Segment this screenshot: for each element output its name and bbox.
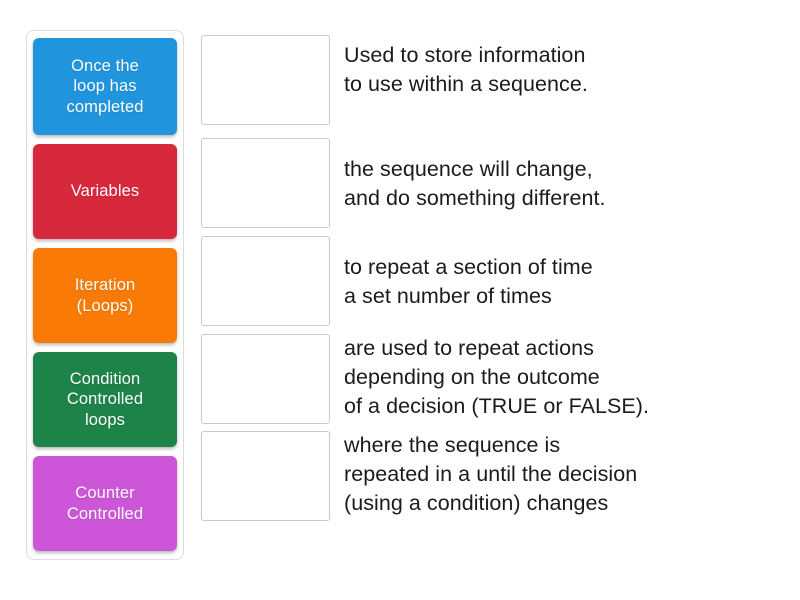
tile-label-line: Controlled (66, 504, 144, 523)
tile-label-line: (Loops) (76, 296, 134, 315)
tile-label-line: Controlled (66, 390, 144, 409)
dropzone-1[interactable] (201, 35, 330, 125)
dropzone-5[interactable] (201, 431, 330, 521)
answer-text-line: repeated in a until the decision (344, 462, 638, 487)
answer-row: the sequence will change, and do somethin… (201, 138, 800, 229)
dropzone-2[interactable] (201, 138, 330, 228)
tile-label-line: Counter (75, 484, 135, 503)
tile-label-line: Iteration (74, 276, 136, 295)
answer-text-2: the sequence will change, and do somethin… (344, 138, 606, 229)
answer-row: where the sequence is repeated in a until… (201, 431, 800, 521)
answer-row: are used to repeat actions depending on t… (201, 334, 800, 424)
answer-text-line: where the sequence is (344, 433, 561, 457)
answer-text-3: to repeat a section of time a set number … (344, 236, 593, 327)
answer-text-line: Used to store information (344, 43, 586, 67)
dropzone-3[interactable] (201, 236, 330, 326)
tile-label-line: loops (85, 410, 125, 429)
answer-text-line: depending on the outcome (344, 365, 600, 390)
answer-list: Used to store information to use within a… (201, 30, 800, 521)
draggable-tile-variables[interactable]: Variables (33, 144, 177, 239)
answer-text-1: Used to store information to use within a… (344, 35, 588, 131)
answer-text-line: to use within a sequence. (344, 72, 588, 97)
answer-text-line: and do something different. (344, 186, 606, 210)
draggable-tile-iteration-loops[interactable]: Iteration(Loops) (33, 248, 177, 343)
tile-label-line: completed (66, 97, 144, 116)
tile-label-line: loop has (73, 77, 137, 96)
answer-text-line: are used to repeat actions (344, 336, 594, 360)
answer-text-line: the sequence will change, (344, 156, 593, 181)
answer-text-line: to repeat a section of time (344, 254, 593, 279)
answer-row: to repeat a section of time a set number … (201, 236, 800, 327)
answer-text-4: are used to repeat actions depending on t… (344, 334, 649, 424)
tile-label-line: Once the (71, 57, 139, 76)
tile-label-line: Variables (70, 182, 140, 201)
answer-row: Used to store information to use within a… (201, 35, 800, 131)
answer-text-5: where the sequence is repeated in a until… (344, 431, 637, 521)
dropzone-4[interactable] (201, 334, 330, 424)
answer-text-line: (using a condition) changes (344, 491, 609, 516)
answer-text-line: a set number of times (344, 284, 552, 308)
answer-text-line: of a decision (TRUE or FALSE). (344, 394, 649, 419)
tile-label-line: Condition (69, 370, 141, 389)
